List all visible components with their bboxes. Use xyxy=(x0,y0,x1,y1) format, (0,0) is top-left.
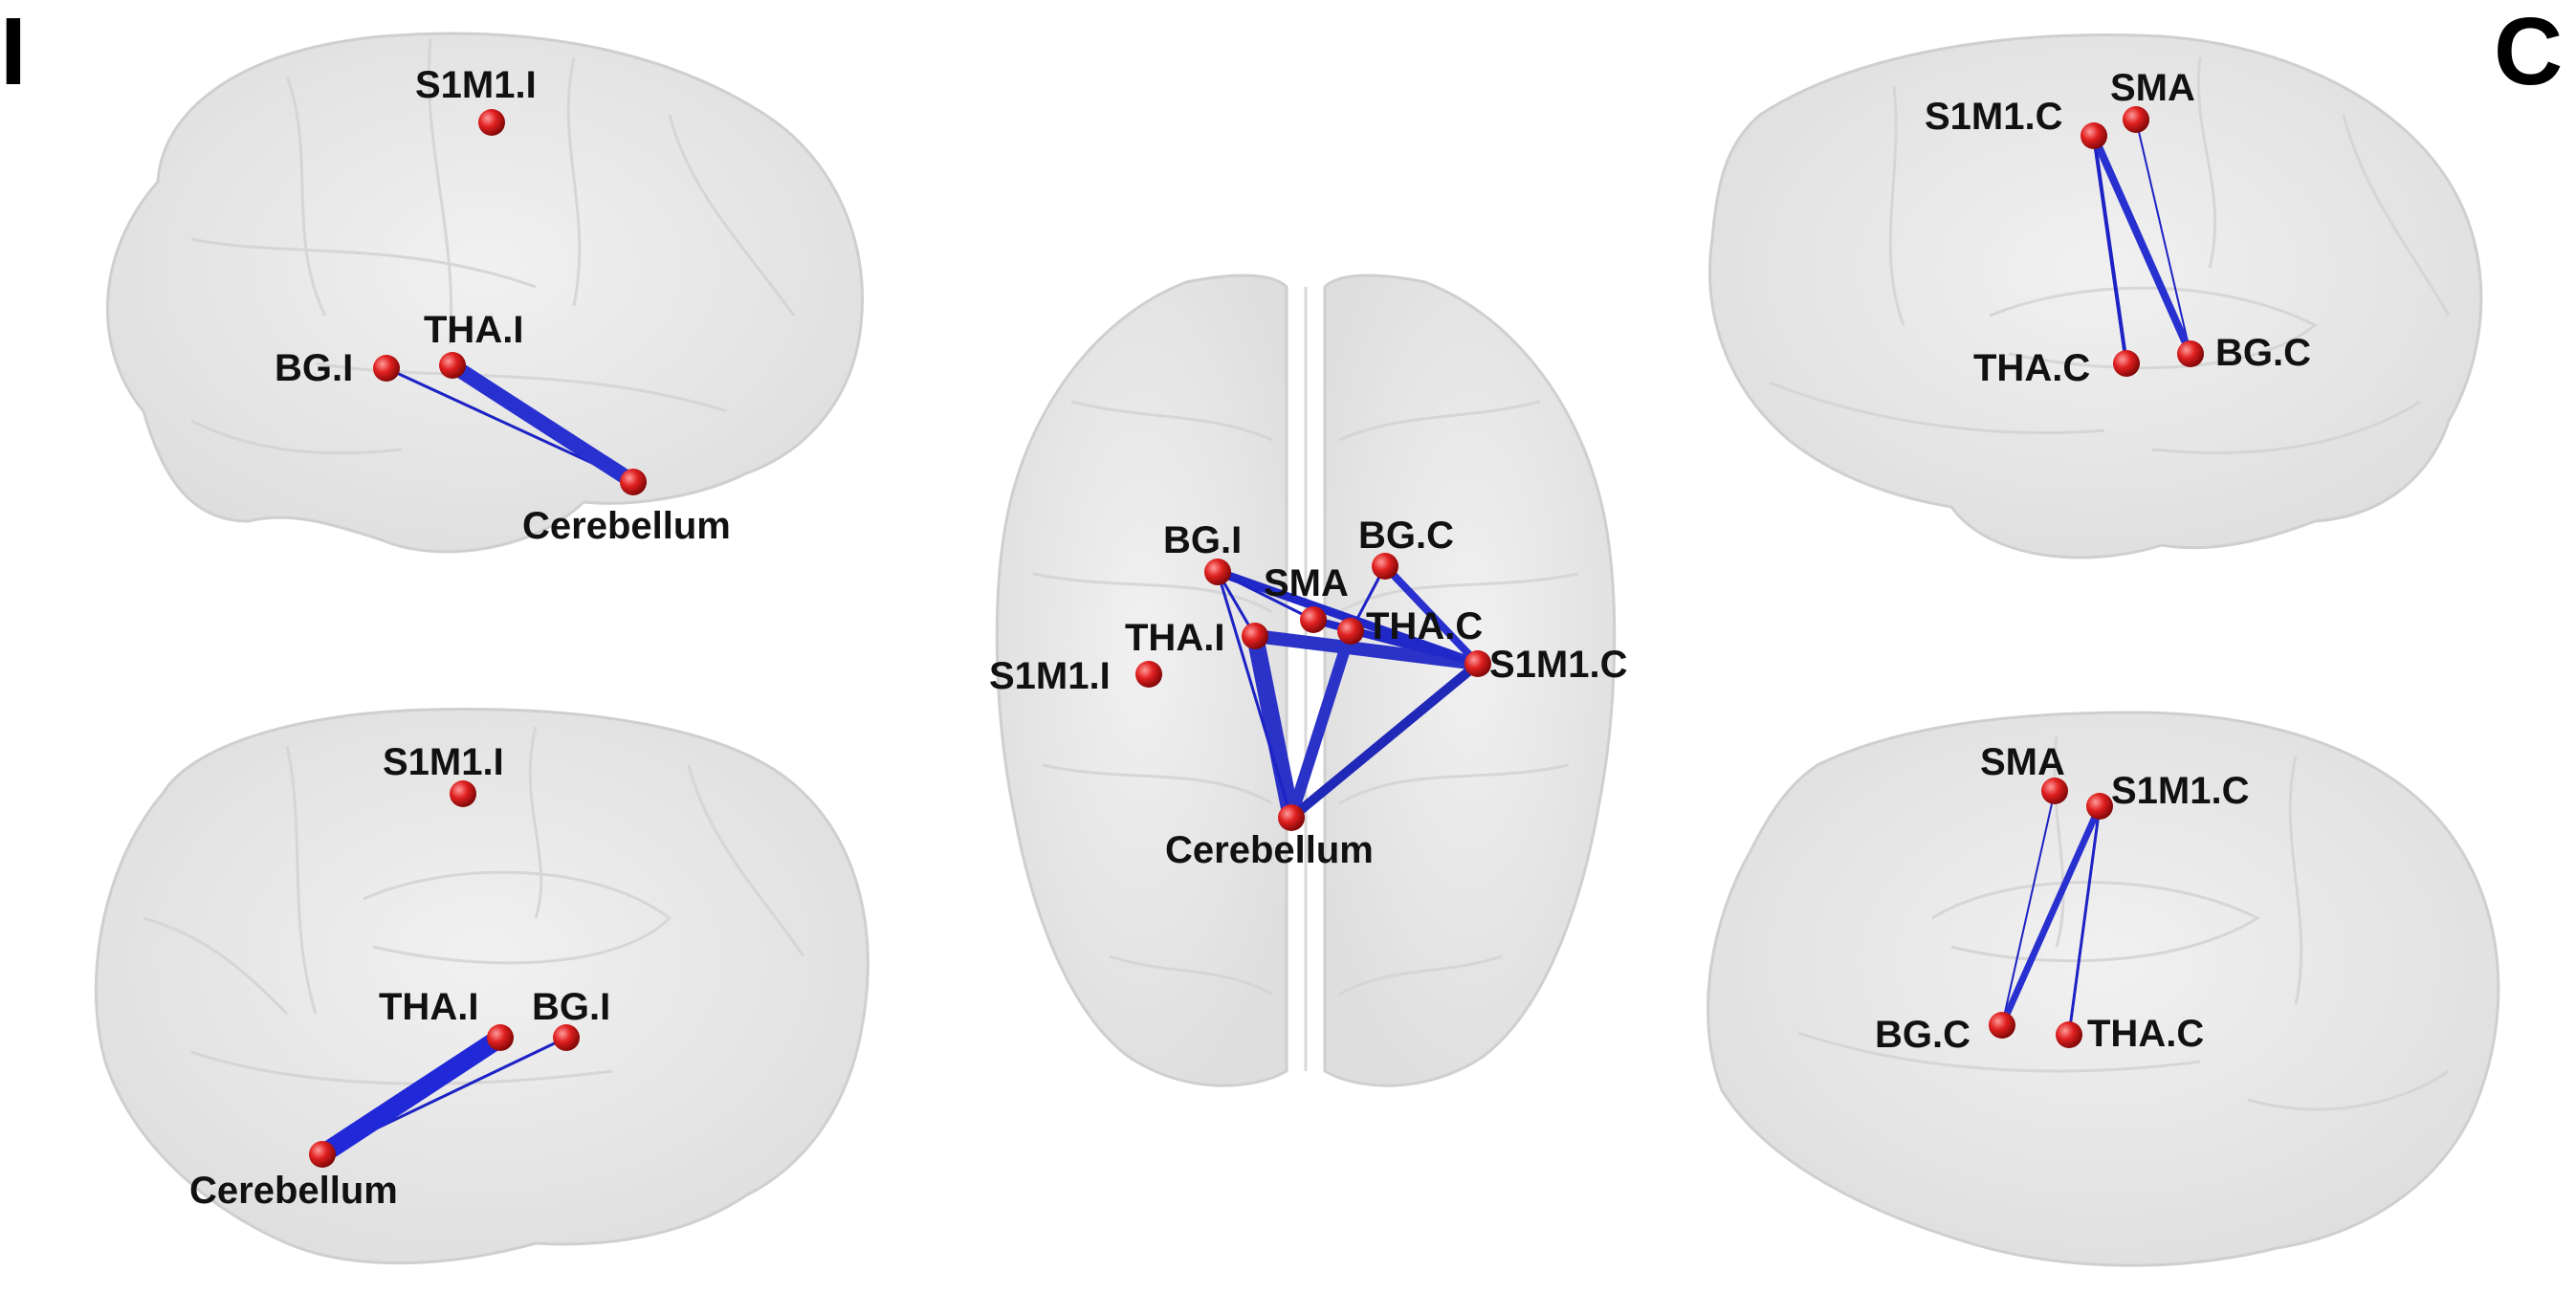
brain-outline-axial-right xyxy=(1323,274,1617,1087)
node-bg xyxy=(2177,340,2204,367)
label-s1m1: S1M1.I xyxy=(415,64,537,106)
node-s1m1 xyxy=(450,780,476,807)
node-sma xyxy=(2123,106,2149,133)
node-sma xyxy=(1300,606,1327,633)
label-sma: SMA xyxy=(1980,741,2065,783)
edge-sma-bg xyxy=(2135,119,2191,355)
label-tha: THA.I xyxy=(424,309,523,351)
label-bgi: BG.I xyxy=(1163,519,1242,561)
node-bg xyxy=(373,355,400,382)
label-cerebellum: Cerebellum xyxy=(189,1170,398,1212)
node-sma xyxy=(2041,778,2068,804)
label-thai: THA.I xyxy=(1125,617,1224,659)
label-bg: BG.C xyxy=(2215,332,2311,374)
edge-thai-s1m1c xyxy=(1248,629,1485,670)
label-s1m1: S1M1.I xyxy=(383,741,504,783)
node-bgc xyxy=(1372,553,1398,580)
brain-outline-left-medial xyxy=(94,708,870,1265)
node-s1m1i xyxy=(1135,661,1162,688)
panel-left-medial: S1M1.I THA.I BG.I Cerebellum xyxy=(94,708,870,1265)
panel-right-lateral: S1M1.C SMA THA.C BG.C xyxy=(1708,33,2483,559)
node-bg xyxy=(553,1024,580,1051)
label-cerebellum: Cerebellum xyxy=(1165,829,1374,871)
node-bgi xyxy=(1204,559,1231,585)
edge-bgi-cerebellum xyxy=(1216,570,1293,820)
label-bg: BG.C xyxy=(1875,1014,1971,1056)
label-bg: BG.I xyxy=(275,347,353,389)
side-label-contralateral: C xyxy=(2494,0,2563,105)
label-s1m1: S1M1.C xyxy=(1925,96,2063,138)
panel-left-lateral: S1M1.I BG.I THA.I Cerebellum xyxy=(105,32,864,554)
edge-thac-cerebellum xyxy=(1286,625,1356,823)
label-thac: THA.C xyxy=(1366,605,1483,647)
edge-thac-s1m1c xyxy=(1348,628,1481,667)
edge-s1m1-bg xyxy=(1998,802,2103,1029)
edge-s1m1-tha xyxy=(2067,805,2102,1036)
gyri-right-medial xyxy=(1797,735,2450,1111)
label-sma: SMA xyxy=(1264,562,1349,604)
gyri-left-lateral xyxy=(190,37,796,455)
label-cerebellum: Cerebellum xyxy=(522,505,731,547)
node-tha xyxy=(487,1024,514,1051)
panel-axial: BG.I BG.C SMA THA.I THA.C S1M1.I S1M1.C … xyxy=(989,274,1628,1087)
label-tha: THA.C xyxy=(2087,1013,2204,1055)
node-s1m1c xyxy=(1464,650,1491,677)
label-bgc: BG.C xyxy=(1358,515,1454,557)
label-sma: SMA xyxy=(2110,67,2195,109)
node-bg xyxy=(1989,1012,2015,1039)
label-tha: THA.C xyxy=(1973,347,2090,389)
brain-outline-right-medial xyxy=(1706,711,2500,1267)
gyri-axial xyxy=(1032,287,1579,1071)
gyri-left-medial xyxy=(143,726,805,1085)
edge-thai-cerebellum xyxy=(1246,627,1300,826)
node-tha xyxy=(439,352,466,379)
node-thai xyxy=(1242,623,1268,649)
node-cerebellum xyxy=(1278,804,1305,831)
edge-bgc-s1m1c xyxy=(1381,562,1482,668)
node-cerebellum xyxy=(620,469,647,495)
edge-s1m1-bg xyxy=(2090,132,2194,358)
edge-bgi-sma xyxy=(1216,570,1315,622)
brain-outline-left-lateral xyxy=(105,32,864,554)
panel-right-medial: SMA S1M1.C BG.C THA.C xyxy=(1706,711,2500,1267)
label-s1m1i: S1M1.I xyxy=(989,655,1111,697)
node-tha xyxy=(2056,1021,2082,1048)
node-s1m1 xyxy=(478,109,505,136)
node-s1m1 xyxy=(2086,793,2113,820)
node-cerebellum xyxy=(309,1141,336,1168)
label-s1m1: S1M1.C xyxy=(2111,770,2250,812)
edge-s1m1c-cerebellum xyxy=(1287,659,1483,822)
edge-s1m1-tha xyxy=(2092,135,2128,364)
edge-tha-cerebellum xyxy=(445,358,641,490)
side-label-ipsilateral: I xyxy=(0,0,27,105)
node-s1m1 xyxy=(2081,122,2107,149)
label-s1m1c: S1M1.C xyxy=(1489,644,1628,686)
node-tha xyxy=(2113,350,2140,377)
brain-outline-right-lateral xyxy=(1708,33,2483,559)
node-thac xyxy=(1337,618,1364,645)
label-bg: BG.I xyxy=(532,986,610,1028)
edge-sma-bg xyxy=(2001,790,2056,1026)
edge-tha-cerebellum xyxy=(313,1028,510,1164)
label-tha: THA.I xyxy=(379,986,478,1028)
